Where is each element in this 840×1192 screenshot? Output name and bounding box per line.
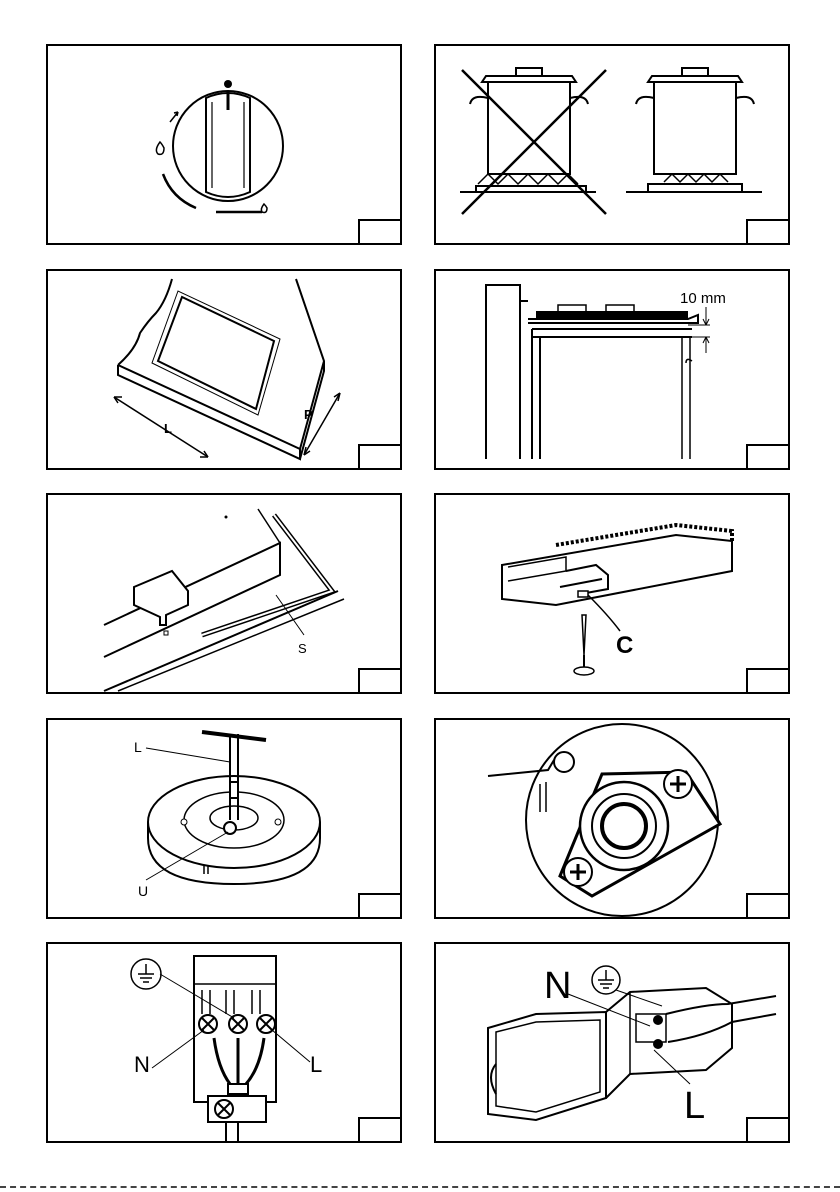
figure-number-box: [358, 668, 402, 694]
cutout-length-label: L: [164, 421, 172, 436]
figure-knob-positions: [46, 44, 402, 245]
clamp-illustration: C: [436, 495, 788, 692]
figure-number-box: [358, 444, 402, 470]
valve-illustration: [436, 720, 788, 917]
clearance-illustration: 10 mm: [436, 271, 788, 468]
figure-number-box: [746, 444, 790, 470]
figure-fixing-clamp: C: [434, 493, 790, 694]
burner-injector-label: U: [138, 883, 148, 899]
figure-cutout-dimensions: L P: [46, 269, 402, 470]
cutout-illustration: L P: [48, 271, 400, 468]
clamp-label: C: [616, 632, 633, 659]
connector-neutral-label: N: [544, 965, 571, 1007]
figure-valve-detail: [434, 718, 790, 919]
seal-label: S: [298, 641, 307, 656]
figure-number-box: [746, 893, 790, 919]
figure-terminal-block: N L: [46, 942, 402, 1143]
cutout-depth-label: P: [304, 407, 313, 422]
terminal-live-label: L: [310, 1052, 322, 1077]
figure-burner-injector: L U: [46, 718, 402, 919]
pots-illustration: [436, 46, 788, 243]
figure-number-box: [746, 1117, 790, 1143]
burner-illustration: L U: [48, 720, 400, 917]
terminal-block-illustration: N L: [48, 944, 400, 1141]
figure-connector-box: N L: [434, 942, 790, 1143]
figure-number-box: [358, 893, 402, 919]
figure-number-box: [358, 1117, 402, 1143]
figure-number-box: [746, 219, 790, 245]
figure-number-box: [358, 219, 402, 245]
figure-seal-strip: S: [46, 493, 402, 694]
figure-clearance: 10 mm: [434, 269, 790, 470]
figure-pan-size: [434, 44, 790, 245]
knob-illustration: [48, 46, 400, 243]
connector-box-illustration: N L: [436, 944, 788, 1141]
clearance-dimension-label: 10 mm: [680, 290, 726, 307]
burner-key-label: L: [134, 739, 142, 755]
connector-live-label: L: [684, 1085, 705, 1127]
terminal-neutral-label: N: [134, 1052, 150, 1077]
figure-number-box: [746, 668, 790, 694]
seal-illustration: S: [48, 495, 400, 692]
page-bottom-dashed-line: [0, 1186, 840, 1188]
